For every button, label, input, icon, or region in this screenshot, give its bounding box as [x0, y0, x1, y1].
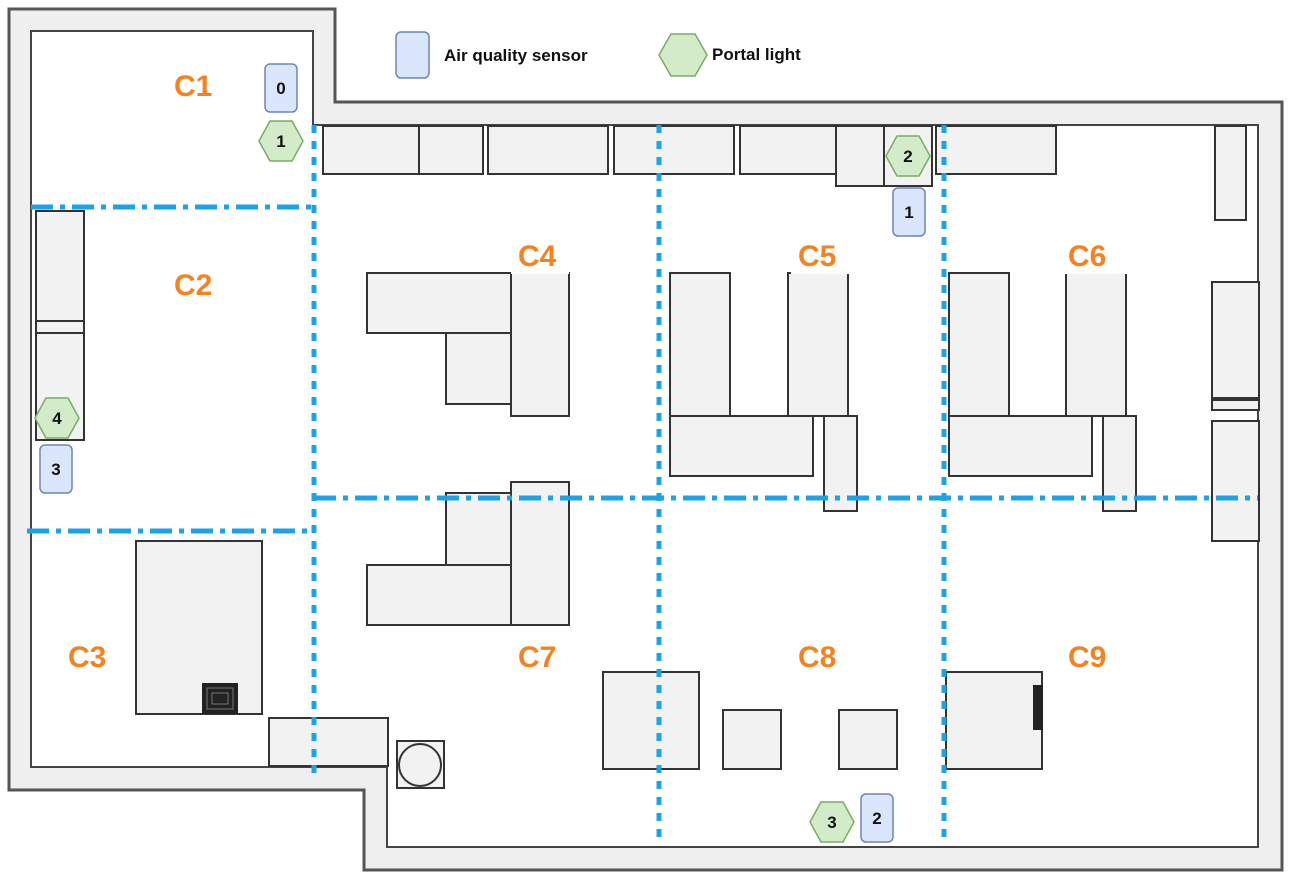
light-4: 4 — [34, 397, 80, 439]
sensor-3: 3 — [39, 444, 73, 494]
zone-label-c7: C7 — [518, 641, 556, 674]
light-2: 2 — [885, 135, 931, 177]
zone-labels: C1 C2 C3 C4 C5 C6 C7 C8 C9 — [68, 64, 1131, 674]
light-1-label: 1 — [276, 132, 285, 151]
legend-sensor-label: Air quality sensor — [444, 46, 588, 65]
light-2-label: 2 — [903, 147, 912, 166]
sensor-0: 0 — [264, 63, 298, 113]
zone-label-c2: C2 — [174, 269, 212, 302]
sensor-2: 2 — [860, 793, 894, 843]
sensor-2-label: 2 — [872, 809, 881, 828]
zone-label-c8: C8 — [798, 641, 836, 674]
sensor-0-label: 0 — [276, 79, 285, 98]
sensor-3-label: 3 — [51, 460, 60, 479]
zone-label-c5: C5 — [798, 240, 836, 273]
floor-area — [30, 30, 1259, 848]
zone-label-c3: C3 — [68, 641, 106, 674]
light-3-label: 3 — [827, 813, 836, 832]
zone-dividers — [27, 125, 1258, 845]
light-3: 3 — [809, 801, 855, 843]
zone-label-c6: C6 — [1068, 240, 1106, 273]
legend-light-swatch — [658, 33, 708, 77]
light-4-label: 4 — [52, 409, 62, 428]
furniture — [35, 125, 1260, 789]
legend-sensor-swatch — [395, 31, 430, 79]
zone-label-c4: C4 — [518, 240, 557, 273]
legend: Air quality sensor Portal light — [395, 31, 801, 79]
legend-light-label: Portal light — [712, 45, 801, 64]
sensor-1-label: 1 — [904, 203, 913, 222]
light-1: 1 — [258, 120, 304, 162]
zone-label-c9: C9 — [1068, 641, 1106, 674]
zone-label-c1: C1 — [174, 70, 212, 103]
sensor-1: 1 — [892, 187, 926, 237]
